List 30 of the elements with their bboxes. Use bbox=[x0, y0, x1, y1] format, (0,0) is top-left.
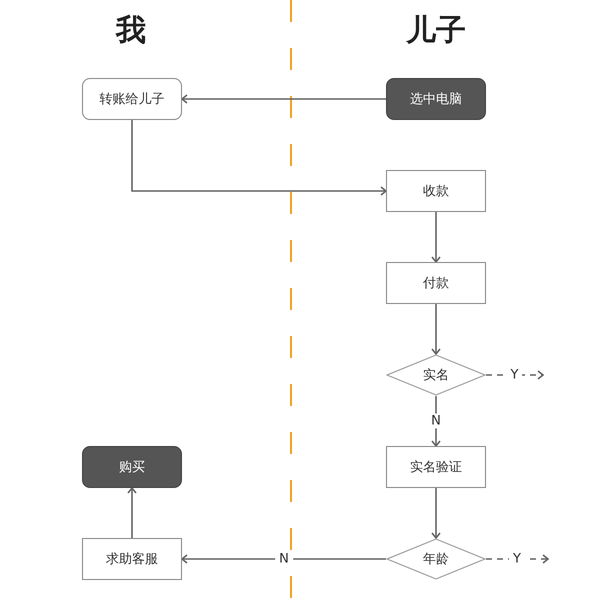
arrow bbox=[486, 554, 549, 564]
lane-heading: 儿子 bbox=[404, 12, 467, 50]
node-label: 年龄 bbox=[423, 551, 449, 568]
node-label: 实名 bbox=[423, 367, 449, 384]
process-box bbox=[386, 446, 486, 488]
process-box bbox=[386, 170, 486, 212]
decision-diamond bbox=[386, 354, 486, 396]
lane-heading: 我 bbox=[114, 12, 147, 50]
arrow bbox=[131, 120, 387, 196]
process-box bbox=[82, 538, 182, 580]
arrow bbox=[181, 94, 386, 104]
node-label: 转账给儿子 bbox=[100, 91, 164, 108]
arrow bbox=[431, 488, 441, 539]
node-label: 求助客服 bbox=[106, 551, 158, 568]
node-label: 付款 bbox=[423, 275, 449, 292]
node-label: 收款 bbox=[423, 183, 449, 200]
process-box bbox=[82, 78, 182, 120]
arrow bbox=[431, 212, 441, 263]
process-box bbox=[386, 262, 486, 304]
arrow bbox=[486, 370, 544, 380]
arrow bbox=[181, 554, 386, 564]
process-box bbox=[386, 78, 486, 120]
arrow bbox=[431, 396, 441, 447]
process-box bbox=[82, 446, 182, 488]
arrow bbox=[431, 304, 441, 355]
node-label: 购买 bbox=[119, 459, 145, 476]
node-label: 实名验证 bbox=[410, 459, 462, 476]
arrow bbox=[127, 487, 137, 538]
node-label: 选中电脑 bbox=[410, 91, 462, 108]
decision-diamond bbox=[386, 538, 486, 580]
